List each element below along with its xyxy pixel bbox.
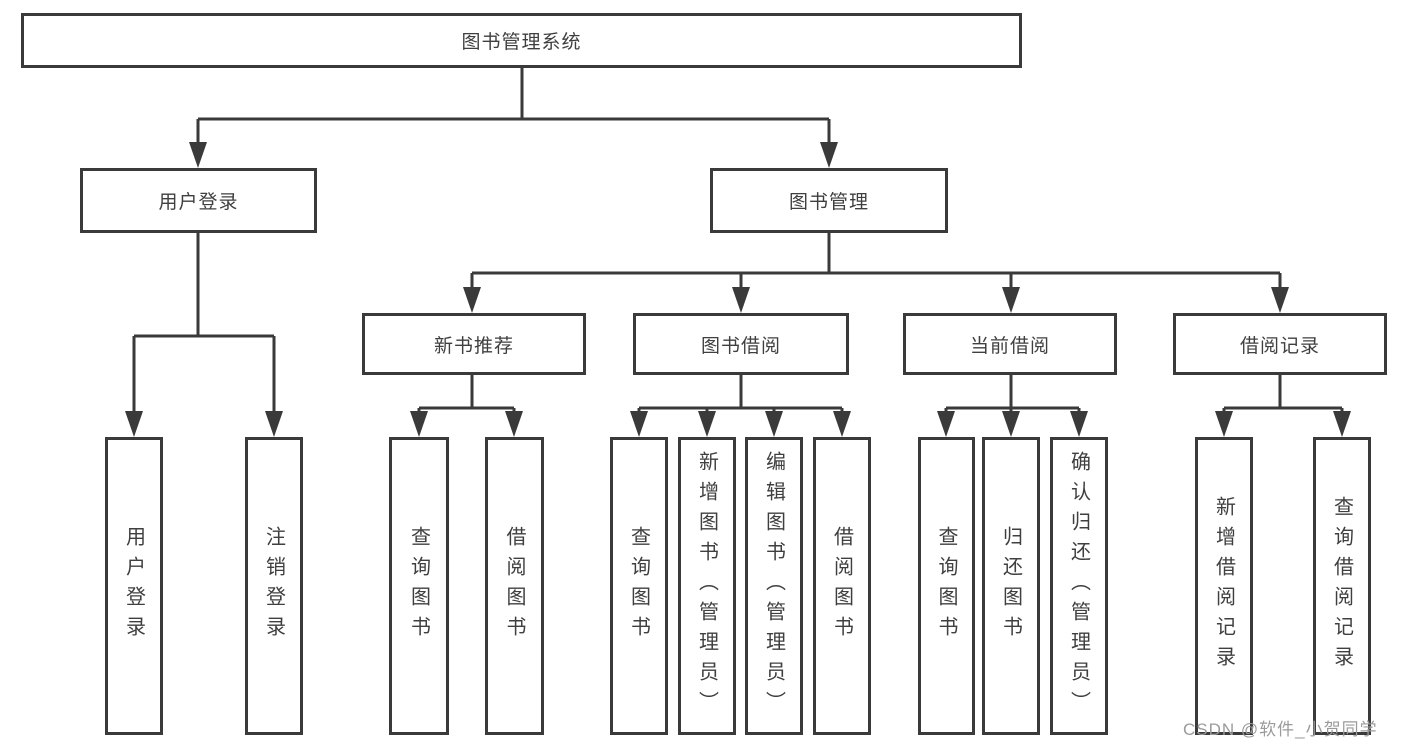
node-leaf-user-login: 用户登录 [105, 437, 163, 735]
node-leaf-add-borrow-record: 新增借阅记录 [1195, 437, 1253, 735]
node-label: 借阅图书 [830, 526, 853, 646]
node-leaf-query-books-2: 查询图书 [610, 437, 668, 735]
node-label: 归还图书 [999, 526, 1022, 646]
node-book-management-module: 图书管理 [710, 168, 948, 233]
node-borrowing-records: 借阅记录 [1173, 313, 1387, 375]
node-label: 查询图书 [627, 526, 650, 646]
node-label: 确认归还（管理员） [1067, 451, 1090, 721]
node-label: 图书管理 [788, 192, 869, 213]
node-label: 新增借阅记录 [1212, 496, 1235, 676]
node-leaf-borrow-books-1: 借阅图书 [485, 437, 544, 735]
node-leaf-query-books-3: 查询图书 [918, 437, 975, 735]
node-label: 编辑图书（管理员） [762, 451, 785, 721]
node-leaf-borrow-books-2: 借阅图书 [813, 437, 871, 735]
node-label: 借阅记录 [1239, 335, 1320, 357]
node-label: 当前借阅 [969, 335, 1050, 357]
node-label: 图书管理系统 [461, 32, 582, 53]
node-label: 查询借阅记录 [1330, 496, 1353, 676]
node-leaf-add-books-admin: 新增图书（管理员） [678, 437, 736, 735]
node-label: 借阅图书 [503, 526, 525, 646]
node-label: 查询图书 [407, 526, 430, 646]
node-root-system: 图书管理系统 [21, 13, 1022, 68]
node-leaf-query-borrow-record: 查询借阅记录 [1313, 437, 1371, 735]
node-label: 查询图书 [935, 526, 957, 646]
node-label: 用户登录 [122, 526, 145, 646]
node-current-borrowing: 当前借阅 [903, 313, 1117, 375]
arrowhead-icons [125, 142, 1351, 437]
node-label: 新增图书（管理员） [695, 451, 718, 721]
node-leaf-logout: 注销登录 [245, 437, 303, 735]
csdn-watermark: CSDN @软件_小贺同学 [1183, 720, 1378, 739]
node-leaf-edit-books-admin: 编辑图书（管理员） [745, 437, 803, 735]
node-leaf-return-books: 归还图书 [982, 437, 1040, 735]
node-label: 用户登录 [158, 192, 239, 213]
node-leaf-query-books-1: 查询图书 [389, 437, 449, 735]
node-new-book-recommend: 新书推荐 [362, 313, 586, 375]
node-book-borrowing: 图书借阅 [633, 313, 849, 375]
node-label: 新书推荐 [433, 335, 514, 357]
node-label: 注销登录 [262, 526, 285, 646]
node-user-login-module: 用户登录 [80, 168, 317, 233]
node-label: 图书借阅 [700, 335, 781, 357]
node-leaf-confirm-return-admin: 确认归还（管理员） [1050, 437, 1108, 735]
